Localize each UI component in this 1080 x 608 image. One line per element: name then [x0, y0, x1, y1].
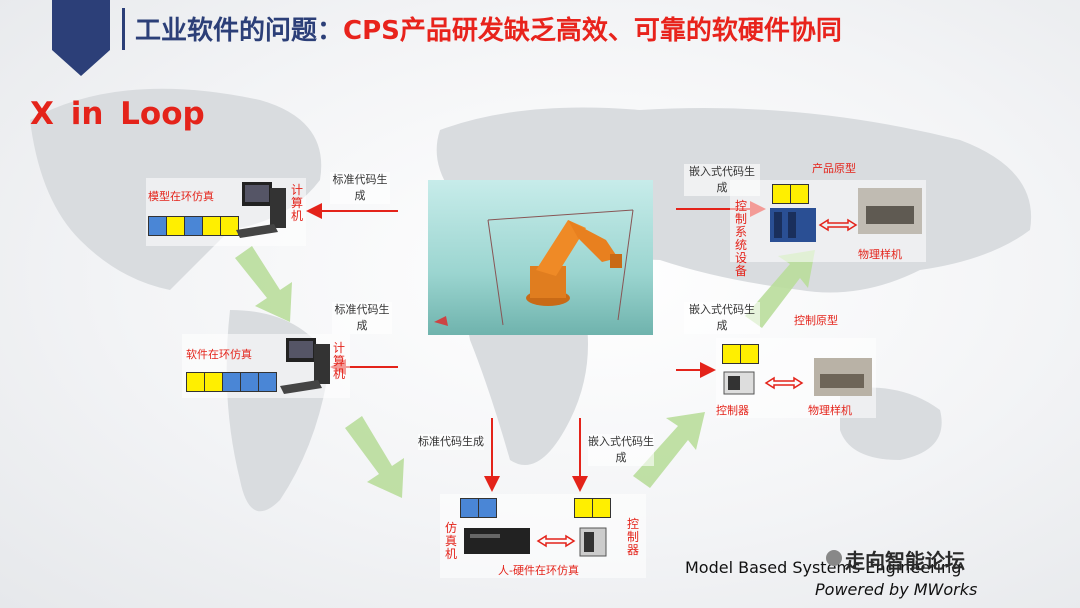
computer-icon — [234, 180, 290, 242]
hil-right-device-label: 控制器 — [626, 518, 640, 557]
mil-device-label: 计算机 — [290, 184, 304, 223]
hil-sim-blocks — [460, 498, 497, 518]
code-label-standard-bottom: 标准代码生成 — [418, 434, 484, 450]
hil-stage: 仿真机 控制器 人-硬件在环仿真 — [440, 494, 646, 578]
rcp-label: 控制原型 — [794, 312, 838, 328]
controller-device-icon — [722, 370, 756, 396]
code-label-standard-mid: 标准代码生成 — [332, 302, 392, 334]
proto-right-device-label: 物理样机 — [858, 246, 902, 262]
code-label-embedded-bottom: 嵌入式代码生成 — [588, 434, 654, 466]
rcp-code-blocks — [722, 344, 759, 364]
bidirectional-arrow-icon — [536, 534, 576, 548]
proto-stage: 控制系统设备 物理样机 — [730, 180, 926, 262]
rcp-right-device-label: 物理样机 — [808, 402, 852, 418]
code-label-standard-top: 标准代码生成 — [330, 172, 390, 204]
sil-label: 软件在环仿真 — [186, 346, 252, 362]
proto-left-device-label: 控制系统设备 — [734, 200, 748, 278]
footer-powered-by: Powered by MWorks — [815, 580, 977, 599]
hil-left-device-label: 仿真机 — [444, 522, 458, 561]
mil-label: 模型在环仿真 — [148, 188, 214, 204]
control-system-equipment-icon — [770, 208, 816, 242]
wechat-icon — [826, 550, 842, 566]
flow-arrow-sil-to-hil — [345, 416, 404, 498]
proto-label: 产品原型 — [812, 160, 856, 176]
robot-arm-simulation — [428, 180, 653, 335]
controller-device-icon — [578, 526, 608, 558]
sil-device-label: 计算机 — [332, 342, 346, 381]
computer-icon — [278, 336, 334, 396]
hil-label: 人-硬件在环仿真 — [498, 562, 579, 578]
physical-prototype-photo — [858, 188, 922, 234]
mil-stage: 模型在环仿真 计算机 — [146, 178, 306, 246]
bidirectional-arrow-icon — [818, 218, 858, 232]
mil-code-blocks — [148, 216, 239, 236]
physical-prototype-photo — [814, 358, 872, 396]
code-label-embedded-mid: 嵌入式代码生成 — [684, 302, 760, 334]
robot-arm-image — [428, 180, 653, 335]
simulator-device-icon — [462, 524, 534, 558]
proto-code-blocks — [772, 184, 809, 204]
bidirectional-arrow-icon — [764, 376, 804, 390]
sil-code-blocks — [186, 372, 277, 392]
flow-arrow-mil-to-sil — [235, 246, 292, 322]
rcp-stage: 控制器 物理样机 — [716, 338, 876, 418]
rcp-left-device-label: 控制器 — [716, 402, 749, 418]
hil-ctrl-blocks — [574, 498, 611, 518]
sil-stage: 软件在环仿真 计算机 — [182, 334, 350, 398]
watermark-text: 走向智能论坛 — [845, 545, 965, 574]
